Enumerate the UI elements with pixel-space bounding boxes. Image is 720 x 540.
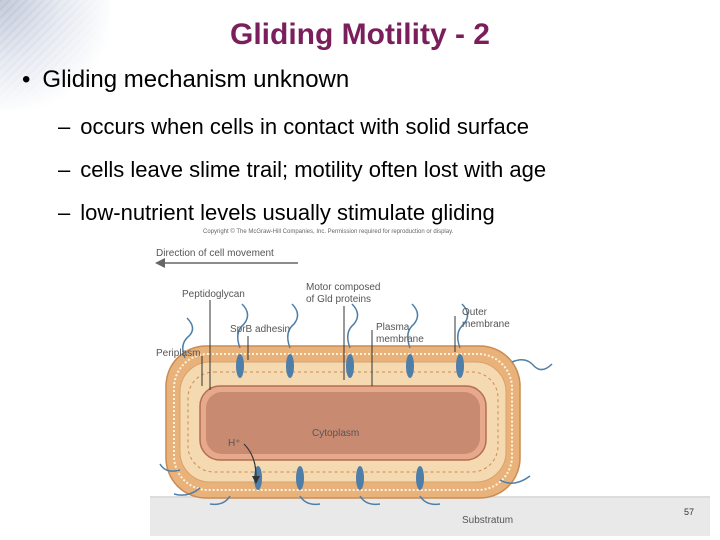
proton-label: H⁺ — [228, 438, 241, 449]
plasma-membrane-label: Plasma — [376, 322, 410, 333]
sub-bullet: –occurs when cells in contact with solid… — [58, 114, 529, 140]
sub-bullet-text: cells leave slime trail; motility often … — [80, 157, 547, 182]
sprb-adhesin — [419, 495, 441, 506]
sprb-adhesin — [299, 495, 321, 506]
plasma-membrane-label: membrane — [376, 334, 424, 345]
slide-title: Gliding Motility - 2 — [230, 18, 490, 51]
outer-membrane-texture — [173, 353, 513, 491]
sub-bullet-dash: – — [58, 157, 71, 182]
sprb-adhesin — [159, 463, 181, 472]
corner-decoration — [0, 0, 110, 110]
sprb-adhesin — [237, 303, 249, 349]
direction-label: Direction of cell movement — [156, 248, 274, 259]
sprb-adhesin — [457, 303, 469, 349]
adhesins-bottom — [159, 463, 531, 506]
sub-bullet: –cells leave slime trail; motility often… — [58, 157, 546, 183]
motor-label: of Gld proteins — [306, 294, 371, 305]
direction-arrowhead — [155, 258, 165, 268]
proton-flow-arrow — [243, 443, 257, 477]
proton-arrowhead — [252, 476, 260, 484]
copyright-notice: Copyright © The McGraw-Hill Companies, I… — [203, 229, 454, 235]
motor-complexes-top — [236, 354, 464, 378]
sub-bullet: –low-nutrient levels usually stimulate g… — [58, 200, 495, 226]
gld-motor — [356, 466, 364, 490]
gld-motor — [406, 354, 414, 378]
sprb-adhesin — [287, 303, 299, 349]
sub-bullet-text: occurs when cells in contact with solid … — [80, 114, 530, 139]
periplasm-label: Periplasm — [156, 348, 200, 359]
sub-bullet-dash: – — [58, 114, 71, 139]
peptidoglycan-layer — [187, 371, 499, 473]
gld-motor — [236, 354, 244, 378]
substratum-label: Substratum — [462, 515, 513, 526]
page-number: 57 — [684, 507, 695, 517]
sprb-adhesin — [209, 495, 231, 506]
label-leader-lines — [201, 300, 456, 390]
sprb-adhesin — [347, 303, 359, 349]
outer-membrane-label: Outer — [462, 307, 488, 318]
gld-motor — [416, 466, 424, 490]
bullet-dot: • — [22, 66, 31, 93]
sprb-label: SprB adhesin — [230, 324, 290, 335]
adhesins-top — [182, 303, 553, 371]
sub-bullet-text: low-nutrient levels usually stimulate gl… — [80, 200, 495, 225]
peptidoglycan-label: Peptidoglycan — [182, 289, 245, 300]
substratum-band — [150, 496, 710, 536]
cytoplasm-label: Cytoplasm — [312, 428, 359, 439]
gld-motor — [296, 466, 304, 490]
cytoplasm-region — [206, 392, 480, 454]
main-bullet-text: Gliding mechanism unknown — [42, 66, 350, 93]
gld-motor — [346, 354, 354, 378]
sprb-adhesin — [407, 303, 419, 349]
sprb-adhesin — [359, 495, 381, 506]
sub-bullet-dash: – — [58, 200, 71, 225]
sprb-adhesin — [499, 475, 531, 484]
motor-label: Motor composed — [306, 282, 380, 293]
sprb-adhesin — [182, 317, 194, 359]
sprb-adhesin — [173, 487, 201, 496]
gld-motor — [286, 354, 294, 378]
gld-motor — [456, 354, 464, 378]
main-bullet: • Gliding mechanism unknown — [22, 66, 349, 94]
outer-membrane-label: membrane — [462, 319, 510, 330]
sprb-adhesin — [511, 359, 553, 371]
